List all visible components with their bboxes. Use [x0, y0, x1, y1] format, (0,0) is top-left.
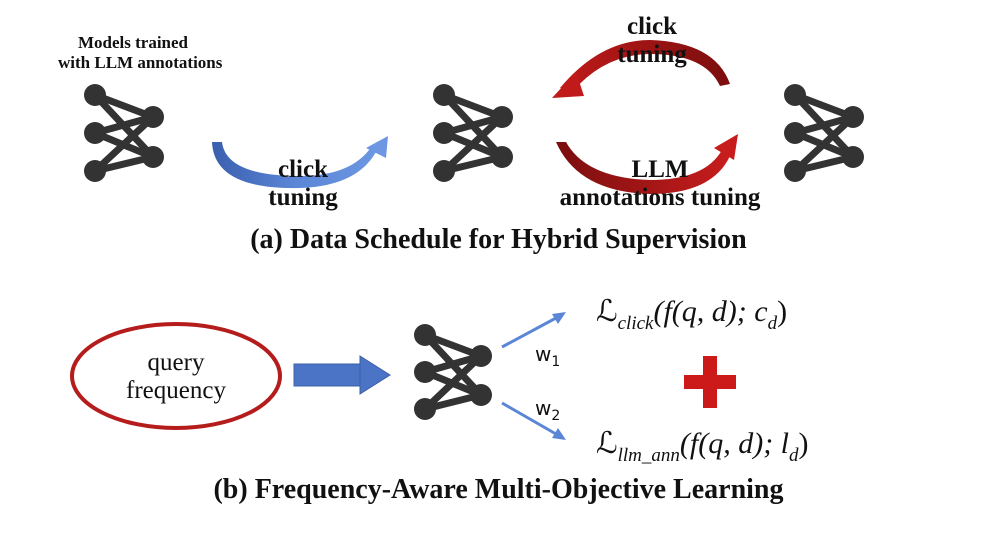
- red-top-arc-arrow: [552, 40, 730, 98]
- neural-network-icon-1: [84, 84, 164, 182]
- caption-a: (a) Data Schedule for Hybrid Supervision: [250, 224, 747, 255]
- query-frequency-label: query frequency: [126, 349, 226, 404]
- weight-arrow-up: [501, 312, 566, 349]
- llm-annotation-loss-formula: ℒllm_ann(f(q, d); ld): [596, 427, 809, 466]
- neural-network-icon-3: [784, 84, 864, 182]
- red-bottom-arc-arrow: [556, 134, 738, 194]
- weight-1-label: w1: [535, 342, 561, 370]
- top-click-tuning-label: click tuning: [617, 13, 687, 68]
- blue-curved-arrow: [212, 136, 388, 189]
- plus-icon: [684, 356, 736, 408]
- neural-network-icon-2: [433, 84, 513, 182]
- weight-2-label: w2: [535, 396, 561, 424]
- pretrained-model-label: Models trained with LLM annotations: [58, 33, 223, 72]
- query-frequency-ellipse: [70, 322, 282, 430]
- llm-annotations-tuning-label: LLM annotations tuning: [559, 156, 761, 211]
- click-loss-formula: ℒclick(f(q, d); cd): [596, 295, 788, 334]
- neural-network-icon-4: [414, 324, 492, 420]
- weight-arrow-down: [501, 401, 566, 440]
- click-tuning-label: click tuning: [268, 156, 338, 211]
- caption-b: (b) Frequency-Aware Multi-Objective Lear…: [213, 474, 784, 505]
- blue-block-arrow: [293, 355, 391, 395]
